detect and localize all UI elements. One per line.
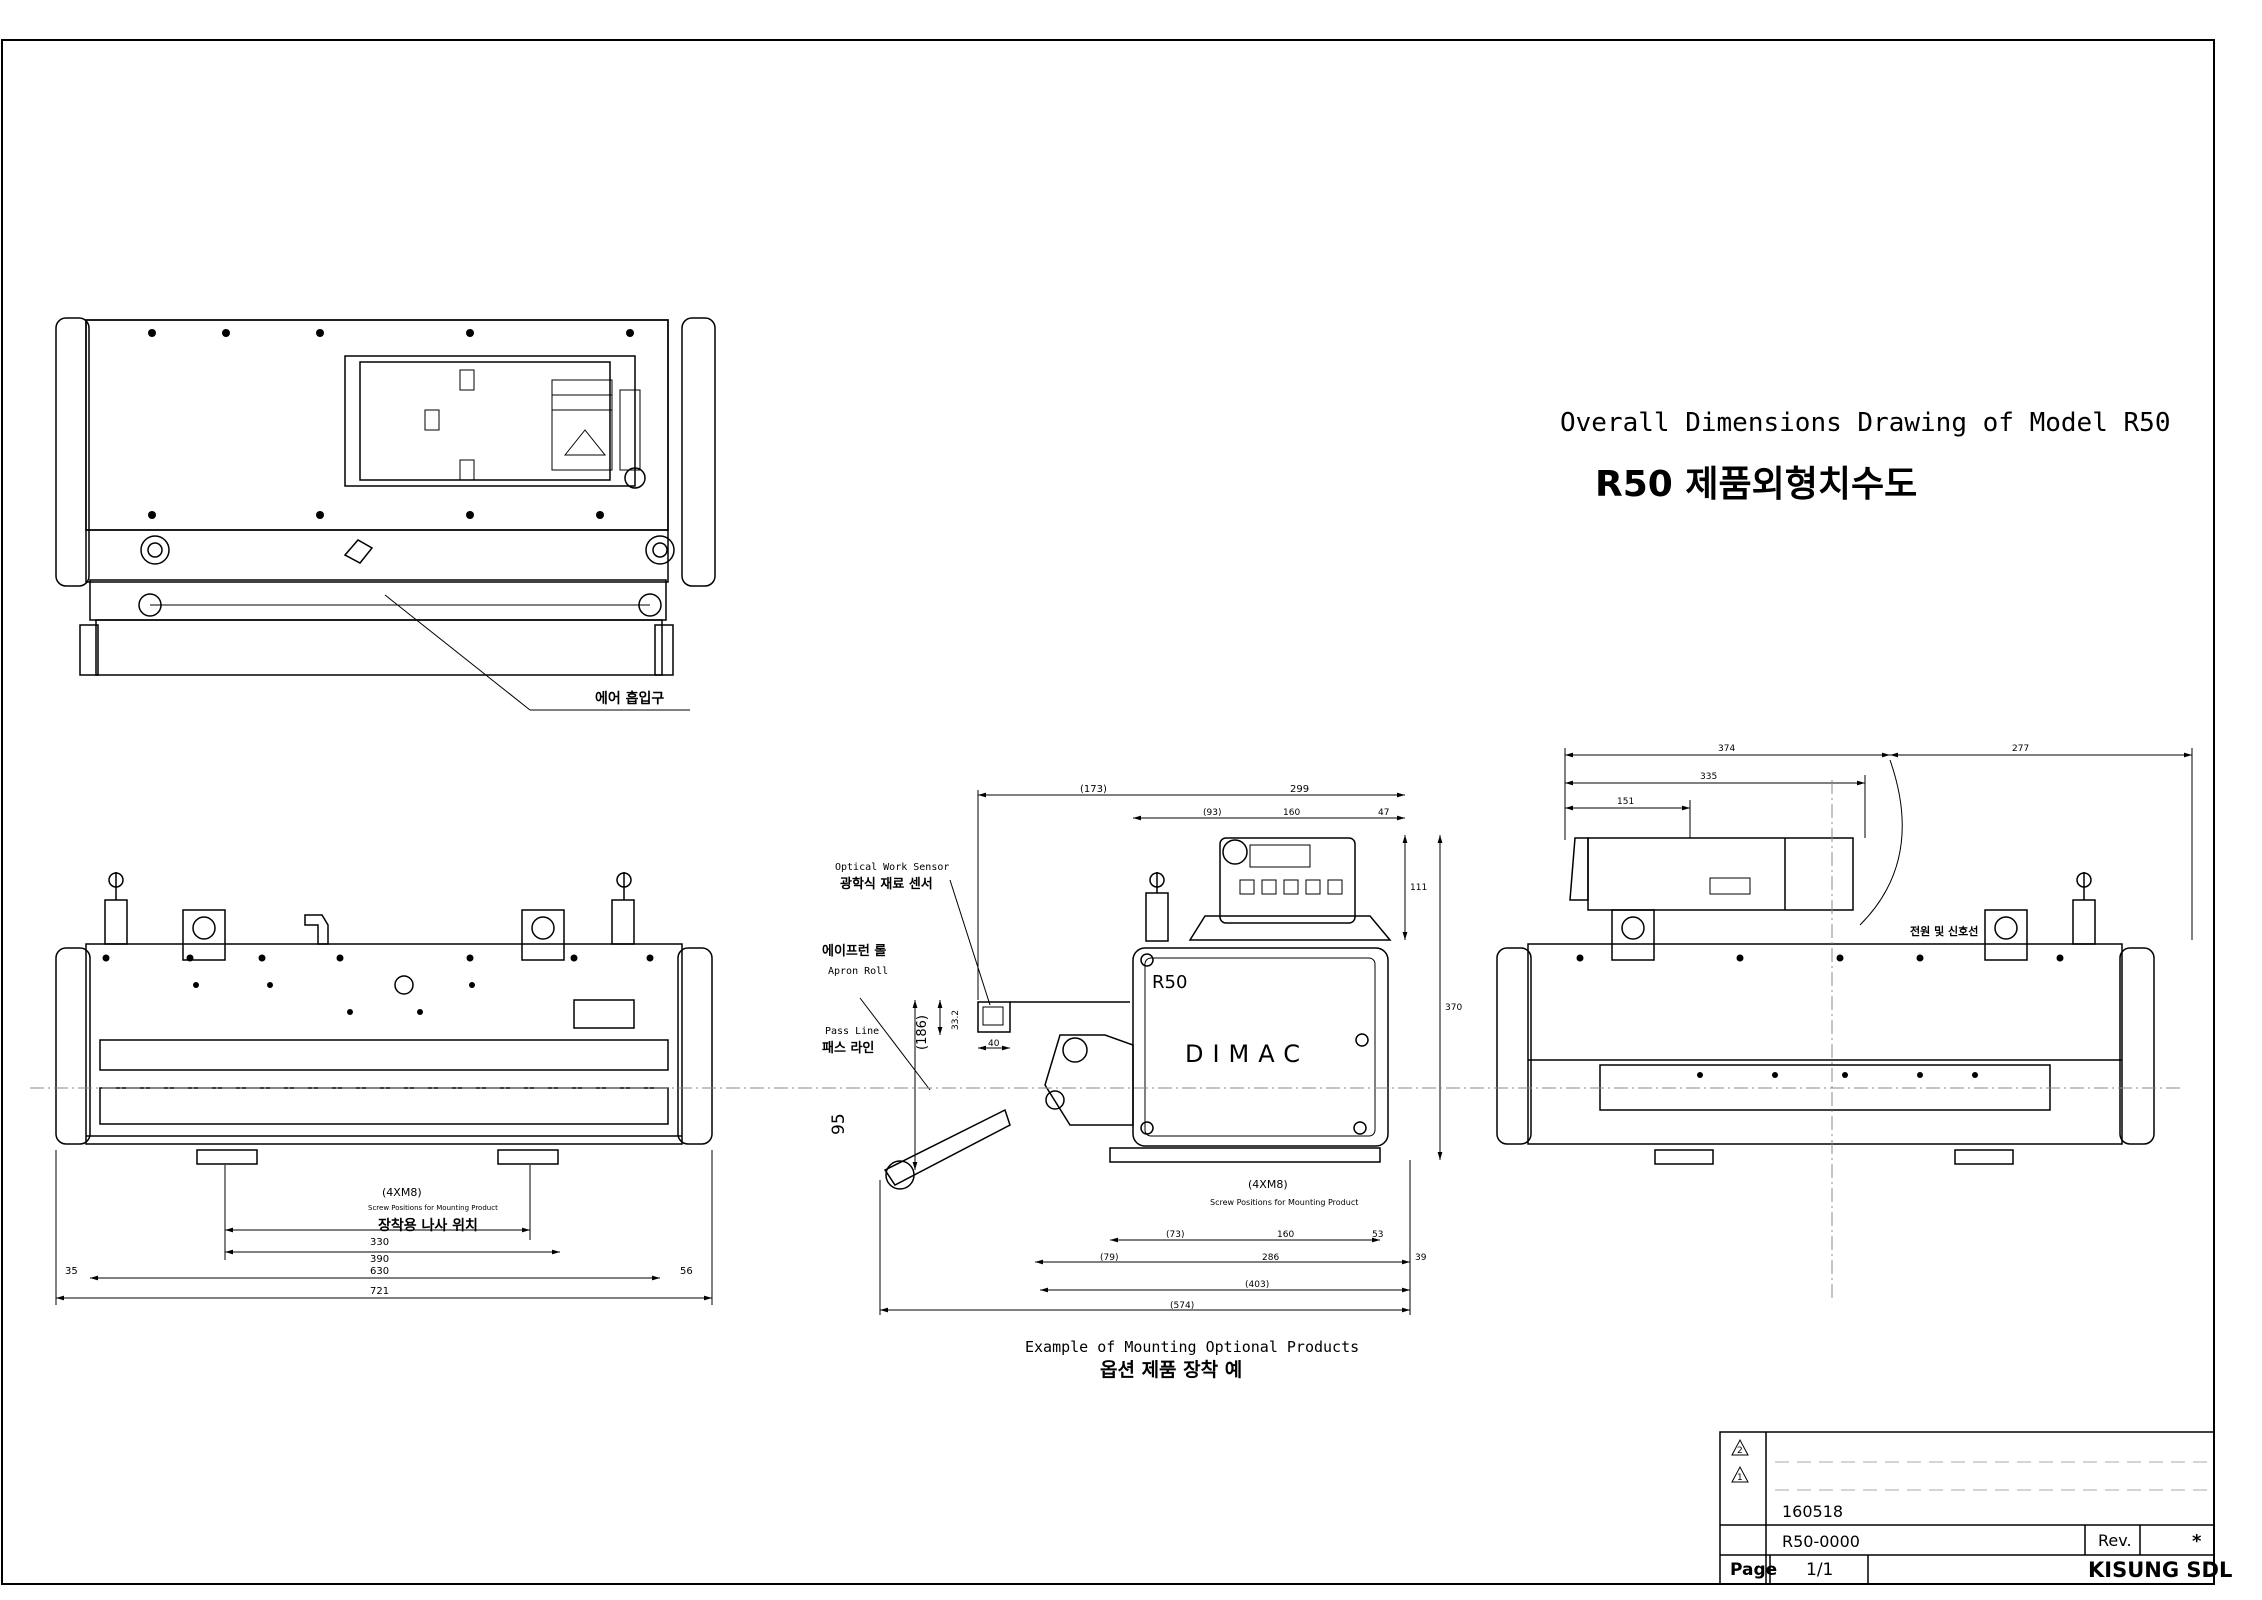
page-value: 1/1 — [1806, 1560, 1833, 1580]
front-view-holes — [102, 954, 654, 1015]
sensor-leader — [949, 879, 991, 1006]
dim-370: 370 — [1445, 1003, 1462, 1013]
rev-value: * — [2192, 1531, 2202, 1552]
air-inlet-label: 에어 흡입구 — [595, 690, 664, 707]
front-mount-count: (4XM8) — [382, 1186, 422, 1199]
side-dim-277: 277 — [2012, 744, 2029, 754]
pass-line-leader — [859, 997, 931, 1091]
front-dim-56: 56 — [680, 1266, 693, 1277]
middle-mount-en: Screw Positions for Mounting Product — [1210, 1198, 1358, 1207]
front-dim-330: 330 — [370, 1237, 389, 1248]
side-dim-151: 151 — [1617, 797, 1634, 807]
title-english: Overall Dimensions Drawing of Model R50 — [1560, 408, 2170, 438]
dim-403: (403) — [1245, 1280, 1269, 1290]
pass-line-label-ko: 패스 라인 — [822, 1040, 874, 1056]
dim-173: (173) — [1080, 784, 1107, 795]
center-lines — [30, 780, 2180, 1300]
revision-date: 160518 — [1782, 1502, 1843, 1521]
front-dimensions — [55, 1150, 713, 1305]
side-dim-335: 335 — [1700, 772, 1717, 782]
top-view-holes — [148, 329, 634, 519]
middle-dimensions — [879, 790, 1443, 1315]
dim-79: (79) — [1100, 1253, 1118, 1263]
caption-english: Example of Mounting Optional Products — [1025, 1338, 1359, 1356]
sensor-label-ko: 광학식 재료 센서 — [840, 876, 933, 892]
company-name: KISUNG SDL — [2088, 1558, 2232, 1582]
brand-label: DIMAC — [1185, 1040, 1309, 1068]
front-dim-721: 721 — [370, 1286, 389, 1297]
pass-line-label-en: Pass Line — [825, 1026, 879, 1037]
dim-95: 95 — [829, 1113, 849, 1135]
dim-299: 299 — [1290, 784, 1309, 795]
rev-label: Rev. — [2098, 1531, 2132, 1550]
power-signal-label: 전원 및 신호선 — [1910, 924, 1978, 938]
dim-93: (93) — [1203, 808, 1221, 818]
dim-286: 286 — [1262, 1253, 1279, 1263]
title-block-dashes — [1775, 1461, 2214, 1491]
sensor-label-en: Optical Work Sensor — [835, 862, 949, 873]
front-dim-630: 630 — [370, 1266, 389, 1277]
side-dimensions — [1564, 748, 2193, 940]
dim-73: (73) — [1166, 1230, 1184, 1240]
front-dim-35: 35 — [65, 1266, 78, 1277]
rev-mark-1: 1 — [1737, 1473, 1743, 1483]
dim-574: (574) — [1170, 1301, 1194, 1311]
front-dim-390: 390 — [370, 1254, 389, 1265]
front-mount-ko: 장착용 나사 위치 — [378, 1217, 478, 1234]
title-block — [1719, 1431, 2215, 1585]
caption-korean: 옵션 제품 장착 예 — [1100, 1359, 1242, 1381]
dim-39: 39 — [1415, 1253, 1427, 1263]
dim-186: (186) — [915, 1015, 930, 1050]
side-view — [1496, 837, 2155, 1165]
air-inlet-leader — [384, 594, 531, 711]
apron-roll-label-ko: 에이프런 롤 — [822, 943, 886, 959]
side-dim-374: 374 — [1718, 744, 1735, 754]
front-view — [55, 872, 713, 1165]
dim-111: 111 — [1410, 883, 1427, 893]
middle-mount-count: (4XM8) — [1248, 1178, 1288, 1191]
middle-view — [883, 837, 1392, 1190]
side-view-holes — [1576, 954, 2064, 1078]
dim-33-2: 33.2 — [951, 1010, 961, 1030]
dim-47: 47 — [1378, 808, 1389, 818]
model-label: R50 — [1152, 972, 1187, 993]
top-view — [55, 317, 716, 676]
dim-53: 53 — [1372, 1230, 1383, 1240]
drawing-number: R50-0000 — [1782, 1532, 1860, 1551]
rev-mark-2: 2 — [1737, 1446, 1743, 1456]
page-label: Page — [1730, 1560, 1777, 1580]
apron-roll-label-en: Apron Roll — [828, 966, 888, 977]
dim-40: 40 — [988, 1039, 1000, 1049]
title-korean: R50 제품외형치수도 — [1595, 464, 1917, 505]
dim-160-top: 160 — [1283, 808, 1300, 818]
dim-160-bot: 160 — [1277, 1230, 1294, 1240]
sheet-border — [1, 39, 2215, 1585]
front-mount-en: Screw Positions for Mounting Product — [368, 1204, 498, 1212]
